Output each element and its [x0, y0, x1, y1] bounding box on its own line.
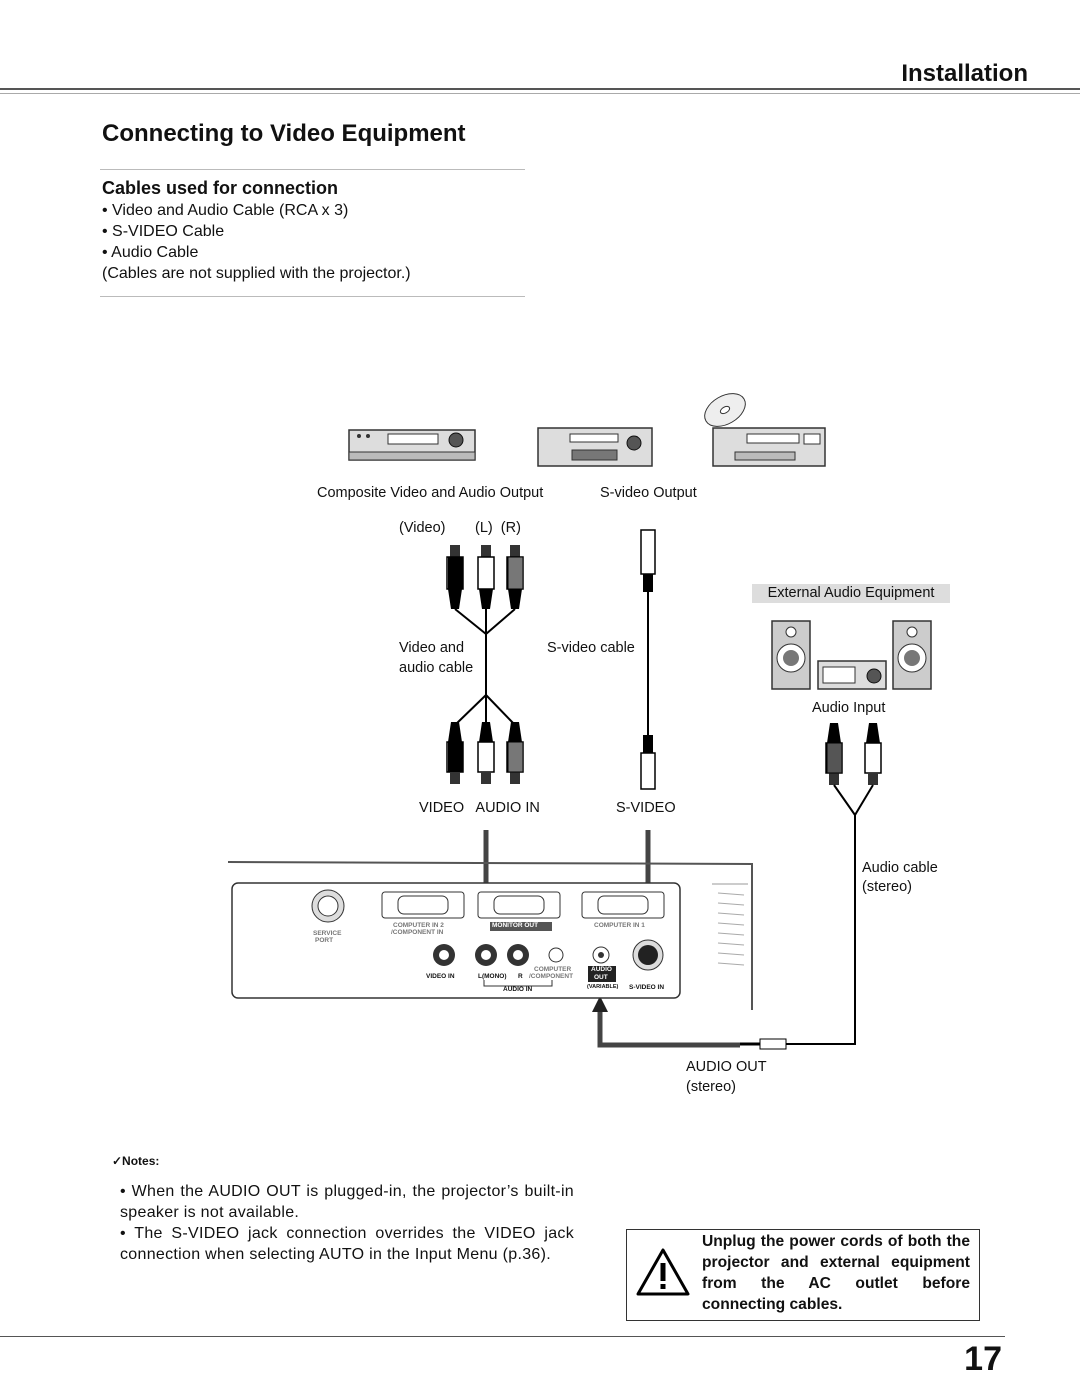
- video-in-label: VIDEO IN: [426, 973, 455, 980]
- va-cable-label: Video and: [399, 640, 465, 656]
- footer-rule: [0, 1336, 1005, 1337]
- cable-item: • Video and Audio Cable (RCA x 3): [102, 202, 349, 219]
- vcr-icon: [348, 429, 476, 461]
- component-in-label: /COMPONENT IN: [391, 929, 444, 936]
- cable-item: • S-VIDEO Cable: [102, 223, 225, 240]
- audio-in-label: AUDIO IN: [503, 986, 533, 993]
- note-item: • The S-VIDEO jack connection overrides …: [120, 1225, 574, 1263]
- page-number: 17: [964, 1340, 1002, 1378]
- svideo-cable-label: S-video cable: [547, 640, 635, 656]
- svideo-label: S-VIDEO: [616, 800, 676, 816]
- component-audio-label: /COMPONENT: [529, 973, 574, 980]
- audio-out-label-2: (stereo): [686, 1079, 736, 1095]
- cables-box: [100, 169, 525, 297]
- warning-text: Unplug the power cords of both the proje…: [702, 1233, 970, 1313]
- warning-icon: [636, 1248, 690, 1296]
- computer-in2-label: COMPUTER IN 2: [393, 922, 444, 929]
- audio-input-label: Audio Input: [812, 700, 886, 716]
- header-rule-thin: [0, 93, 1080, 94]
- cables-note: (Cables are not supplied with the projec…: [102, 265, 411, 282]
- svideo-output-label: S-video Output: [600, 485, 697, 501]
- cable-item: • Audio Cable: [102, 244, 199, 261]
- section-title: Installation: [901, 60, 1028, 87]
- audio-cable-label: Audio cable: [862, 860, 938, 876]
- monitor-out-label: MONITOR OUT: [492, 922, 539, 929]
- service-port-label: SERVICE: [313, 930, 342, 937]
- note-item: • When the AUDIO OUT is plugged-in, the …: [120, 1183, 574, 1221]
- svideo-cable-icon: [640, 529, 656, 790]
- page-title: Connecting to Video Equipment: [102, 120, 466, 147]
- audio-out-box-label-2: OUT: [594, 974, 608, 981]
- notes-title: ✓Notes:: [112, 1154, 160, 1168]
- computer-in1-label: COMPUTER IN 1: [594, 922, 645, 929]
- speaker-icon: [771, 620, 932, 690]
- l-mono-label: L(MONO): [478, 973, 507, 980]
- va-cable-label-2: audio cable: [399, 660, 474, 676]
- r-label: R: [518, 973, 523, 980]
- amplifier-icon: [817, 660, 887, 690]
- header-rule: [0, 88, 1080, 90]
- cd-player-icon: [704, 393, 826, 467]
- computer-audio-label: COMPUTER: [534, 966, 572, 973]
- variable-label: (VARIABLE): [587, 984, 619, 990]
- svideo-in-label: S-VIDEO IN: [629, 984, 665, 991]
- composite-output-label: Composite Video and Audio Output: [317, 485, 544, 501]
- external-audio-label: External Audio Equipment: [752, 584, 950, 603]
- video-audio-in-label: VIDEO AUDIO IN: [419, 800, 540, 816]
- warning-box: [626, 1229, 980, 1321]
- cables-heading: Cables used for connection: [102, 178, 339, 198]
- svideo-player-icon: [537, 427, 653, 467]
- service-port-label-2: PORT: [315, 937, 334, 944]
- video-label: (Video): [399, 520, 446, 536]
- audio-out-box-label: AUDIO: [591, 966, 612, 973]
- projector-panel: [227, 861, 753, 1010]
- audio-out-label: AUDIO OUT: [686, 1059, 767, 1075]
- audio-cable-label-2: (stereo): [862, 879, 912, 895]
- lr-label: (L) (R): [475, 520, 521, 536]
